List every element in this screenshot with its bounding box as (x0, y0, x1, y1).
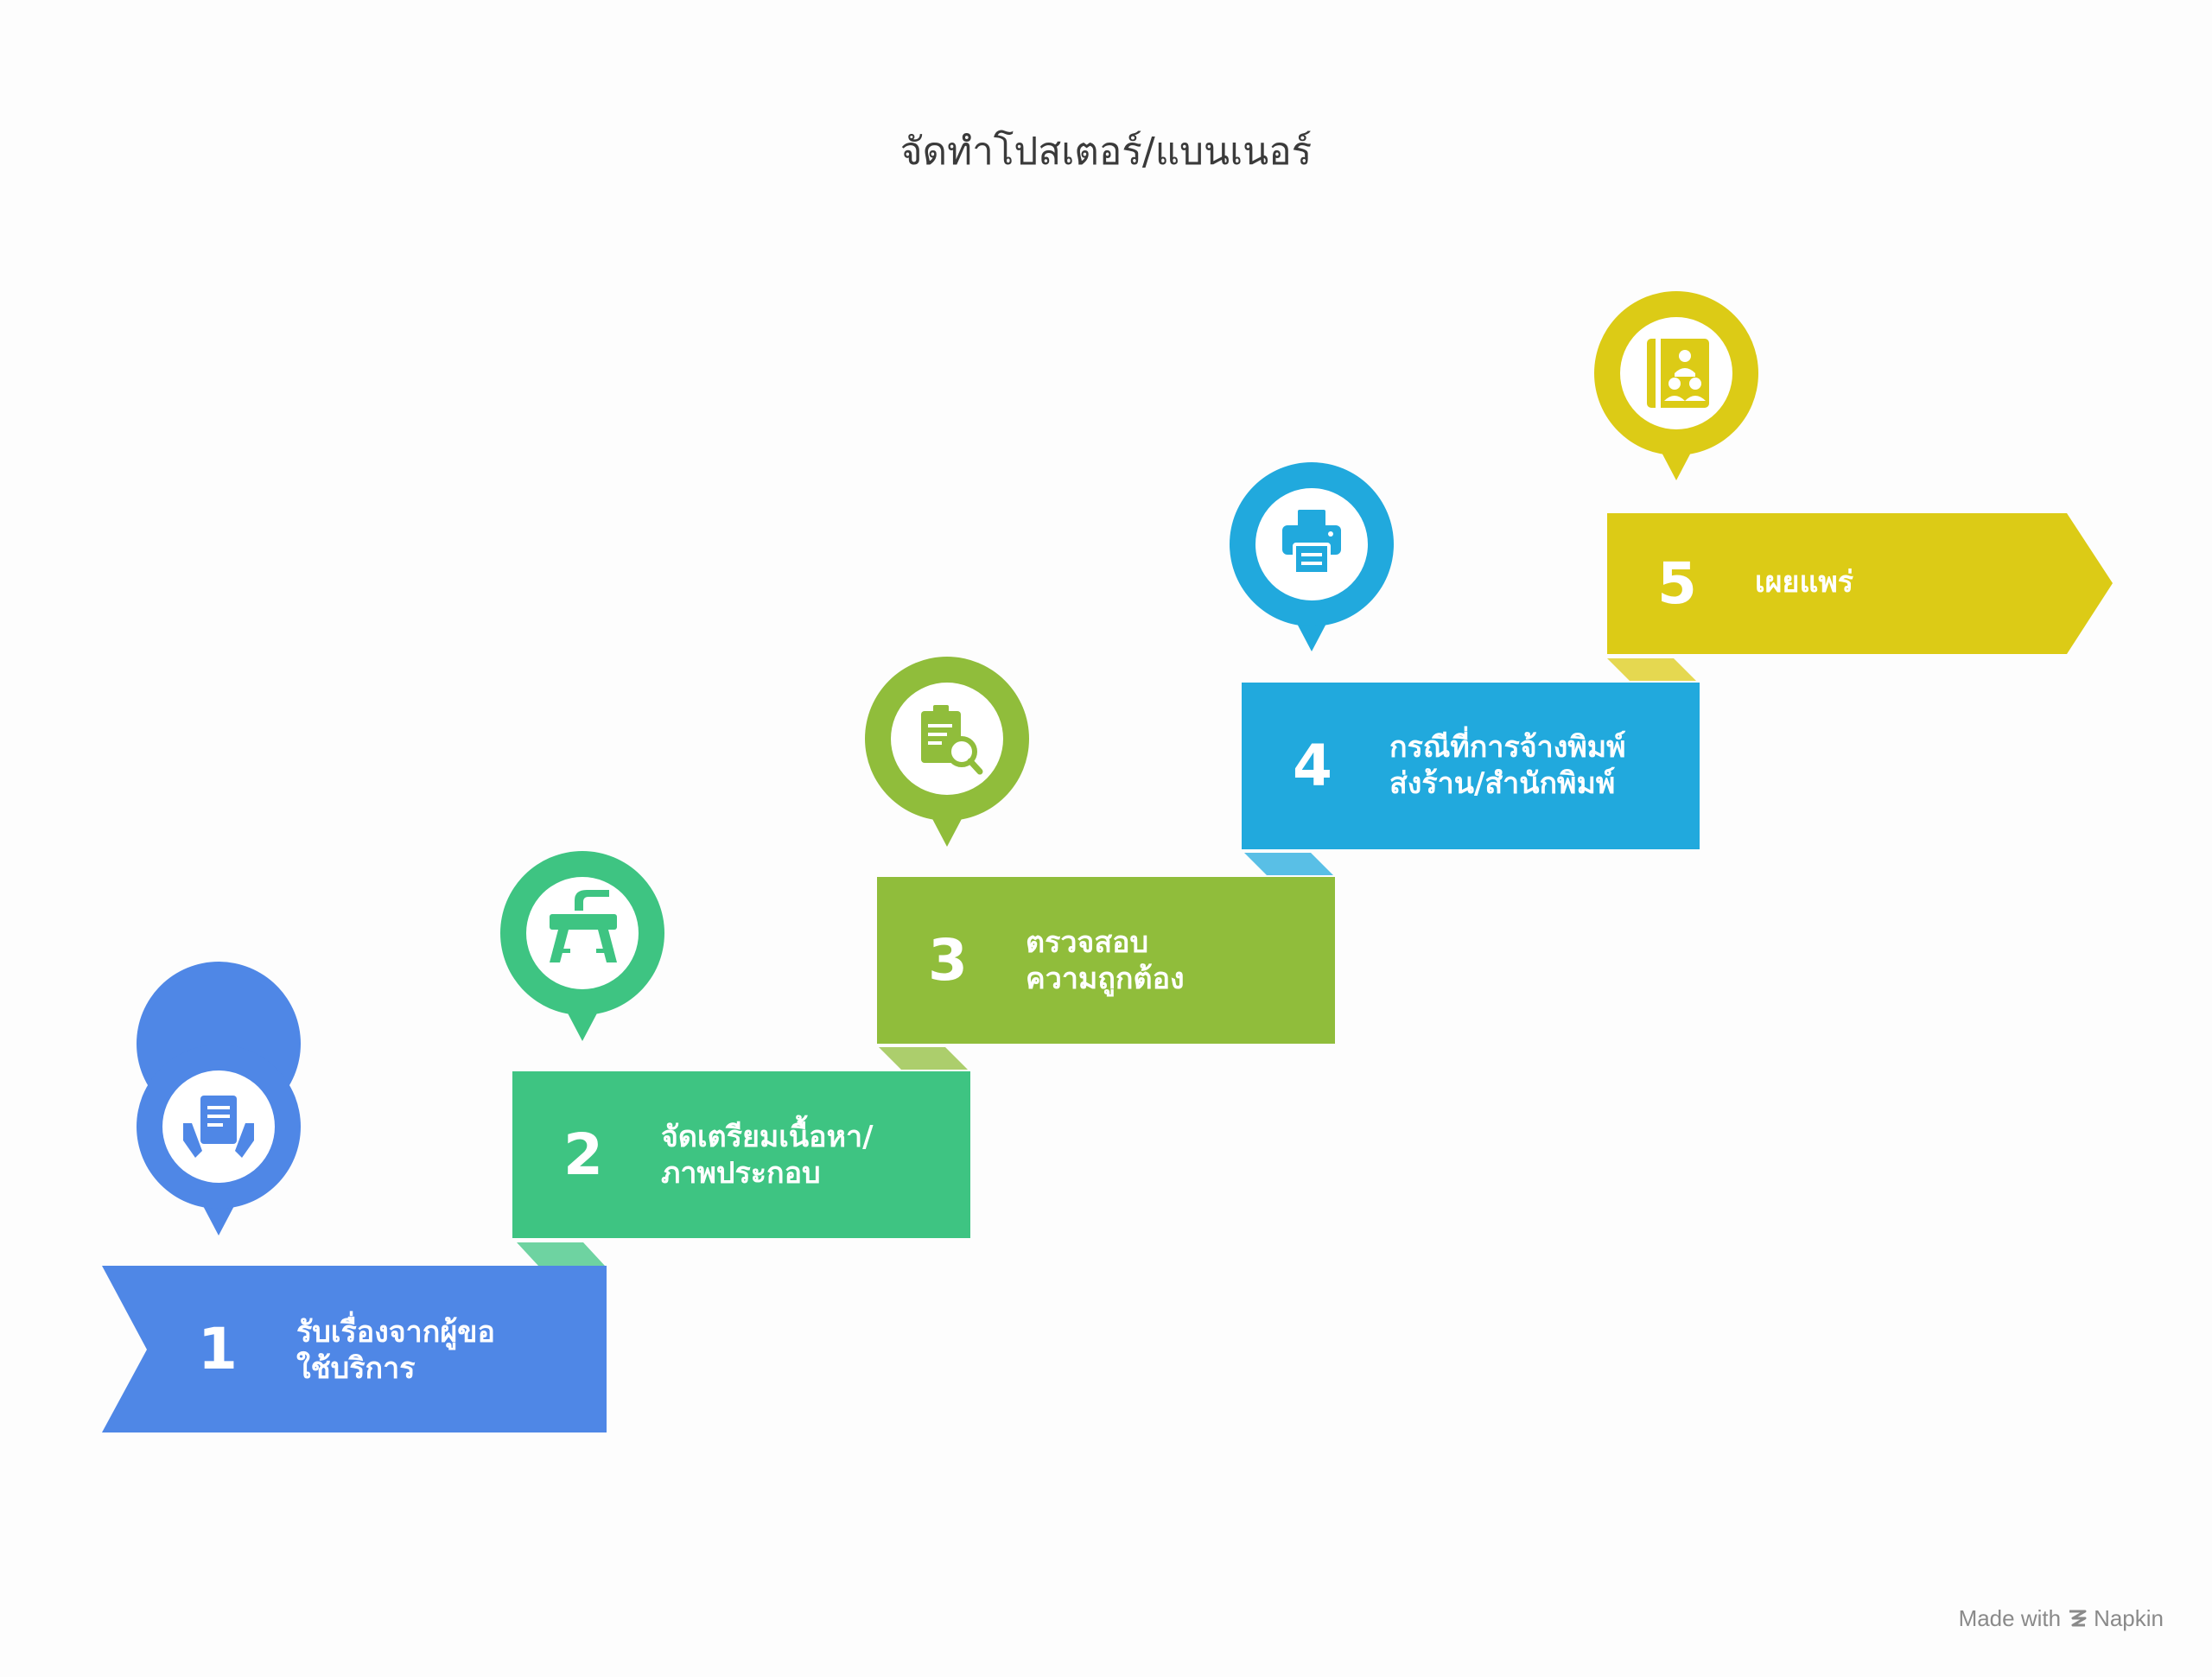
made-with-text: Made with (1958, 1605, 2062, 1631)
step-3-label-line1: ตรวจสอบ (1026, 925, 1149, 960)
pin-3 (865, 657, 1029, 847)
step-4-label-line2: ส่งร้าน/สำนักพิมพ์ (1389, 766, 1616, 801)
step-4 (1242, 658, 1700, 849)
step-4-banner (1242, 683, 1700, 849)
step-2-banner (512, 1071, 970, 1238)
napkin-brand-text: Napkin (2094, 1605, 2164, 1631)
printer-icon (1282, 510, 1341, 575)
pin-2 (500, 851, 664, 1041)
worktable-icon (550, 890, 617, 962)
step-5-banner (1607, 513, 2113, 654)
clipboard-search-icon (921, 705, 983, 775)
step-3 (877, 853, 1335, 1044)
step-3-number: 3 (928, 927, 968, 994)
footer-attribution: Made with Napkin (1959, 1605, 2164, 1632)
napkin-logo-icon (2069, 1610, 2087, 1626)
step-1-label-line2: ใช้บริการ (296, 1351, 416, 1386)
pin-5 (1594, 291, 1758, 480)
step-1-number: 1 (198, 1316, 238, 1382)
step-3-banner (877, 877, 1335, 1044)
pin-1 (137, 962, 301, 1236)
step-4-number: 4 (1293, 733, 1332, 799)
contact-book-icon (1647, 339, 1709, 408)
hands-holding-document-icon (183, 1096, 254, 1158)
step-3-label-line2: ความถูกต้อง (1026, 962, 1185, 996)
step-1-label-line1: รับเรื่องจากผู้ขอ (296, 1315, 495, 1350)
step-2-label-line1: จัดเตรียมเนื้อหา/ (661, 1120, 874, 1154)
step-1 (102, 1242, 607, 1432)
pin-4 (1230, 462, 1394, 651)
step-1-banner (102, 1266, 607, 1432)
step-2 (512, 1047, 970, 1238)
page-title: จัดทำโปสเตอร์/แบนเนอร์ (899, 130, 1313, 174)
step-2-label-line2: ภาพประกอบ (661, 1156, 821, 1191)
step-5-label-line1: เผยแพร่ (1755, 565, 1854, 600)
step-4-fold (1607, 658, 1696, 681)
step-4-label-line1: กรณีที่การจ้างพิมพ์ (1389, 730, 1626, 765)
step-1-fold (517, 1242, 605, 1266)
step-5 (1607, 513, 2113, 654)
step-3-fold (1244, 853, 1333, 875)
step-5-number: 5 (1657, 550, 1697, 617)
step-2-number: 2 (563, 1121, 603, 1188)
step-2-fold (879, 1047, 968, 1070)
